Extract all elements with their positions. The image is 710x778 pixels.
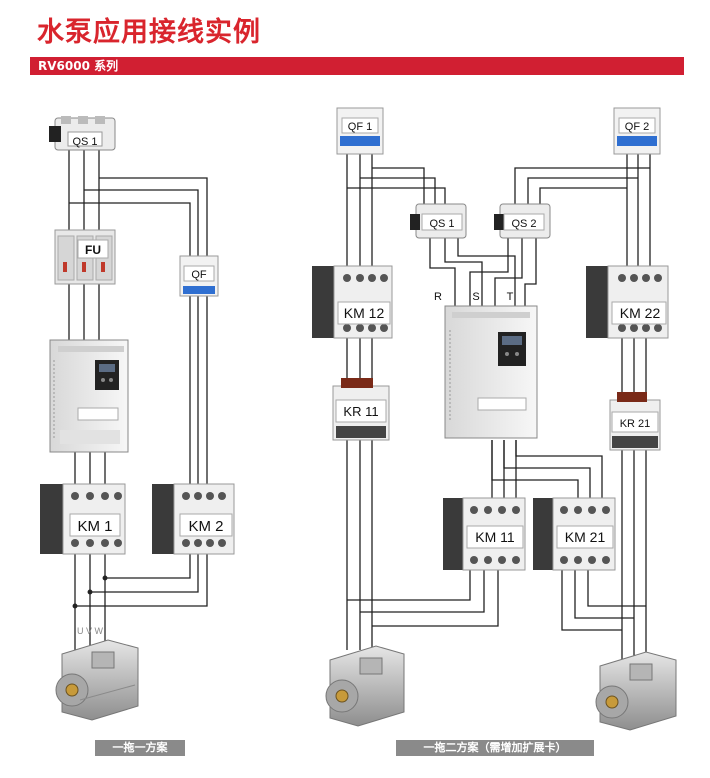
series-banner: RV6000 系列 (30, 57, 684, 75)
label-km11: KM 11 (475, 529, 515, 545)
right-qs2-switch (494, 203, 551, 239)
right-km11-contactor (443, 497, 526, 571)
label-km2: KM 2 (188, 518, 223, 535)
label-km21: KM 21 (565, 529, 606, 545)
left-km1-contactor (40, 483, 126, 555)
right-qs1-switch (410, 203, 467, 239)
label-right-qs1: QS 1 (429, 218, 454, 230)
left-wires (68, 150, 208, 650)
label-uvw: U V W (77, 626, 104, 636)
label-qs1: QS 1 (72, 136, 97, 148)
right-km21-contactor (533, 497, 616, 571)
series-label: RV6000 系列 (38, 59, 119, 73)
label-kr11: KR 11 (343, 404, 378, 419)
label-right-qs2: QS 2 (511, 218, 536, 230)
label-kr21: KR 21 (620, 418, 651, 430)
right-kr21-relay (609, 392, 661, 451)
right-motor-2 (595, 651, 677, 731)
label-qf1: QF 1 (348, 121, 372, 133)
left-qs1-switch (49, 116, 116, 151)
label-km12: KM 12 (344, 305, 385, 321)
right-motor-1 (325, 645, 405, 727)
label-r: R (434, 291, 442, 303)
label-t: T (507, 291, 514, 303)
right-inverter (444, 305, 538, 439)
label-qf2: QF 2 (625, 121, 649, 133)
caption-one-to-one: 一拖一方案 (95, 740, 185, 756)
left-inverter (49, 339, 129, 453)
left-qf-breaker (179, 255, 219, 297)
right-kr11-relay (332, 378, 390, 441)
label-qf: QF (191, 269, 207, 281)
right-qf2-breaker (613, 107, 661, 155)
right-km12-contactor (312, 265, 393, 339)
caption-one-to-two: 一拖二方案（需增加扩展卡） (396, 740, 594, 756)
right-qf1-breaker (336, 107, 384, 155)
device-labels: QS 1 FU QF KM 1 KM 2 U V W QF 1 QF 2 QS … (72, 121, 660, 636)
label-km1: KM 1 (77, 518, 112, 535)
left-motor (55, 639, 139, 721)
label-s: S (472, 291, 479, 303)
right-wires (346, 152, 651, 660)
right-km22-contactor (586, 265, 669, 339)
left-fuse-block (54, 229, 116, 285)
label-fu: FU (85, 243, 101, 257)
label-km22: KM 22 (620, 305, 661, 321)
page-title: 水泵应用接线实例 (37, 17, 261, 48)
left-km2-contactor (152, 483, 235, 555)
